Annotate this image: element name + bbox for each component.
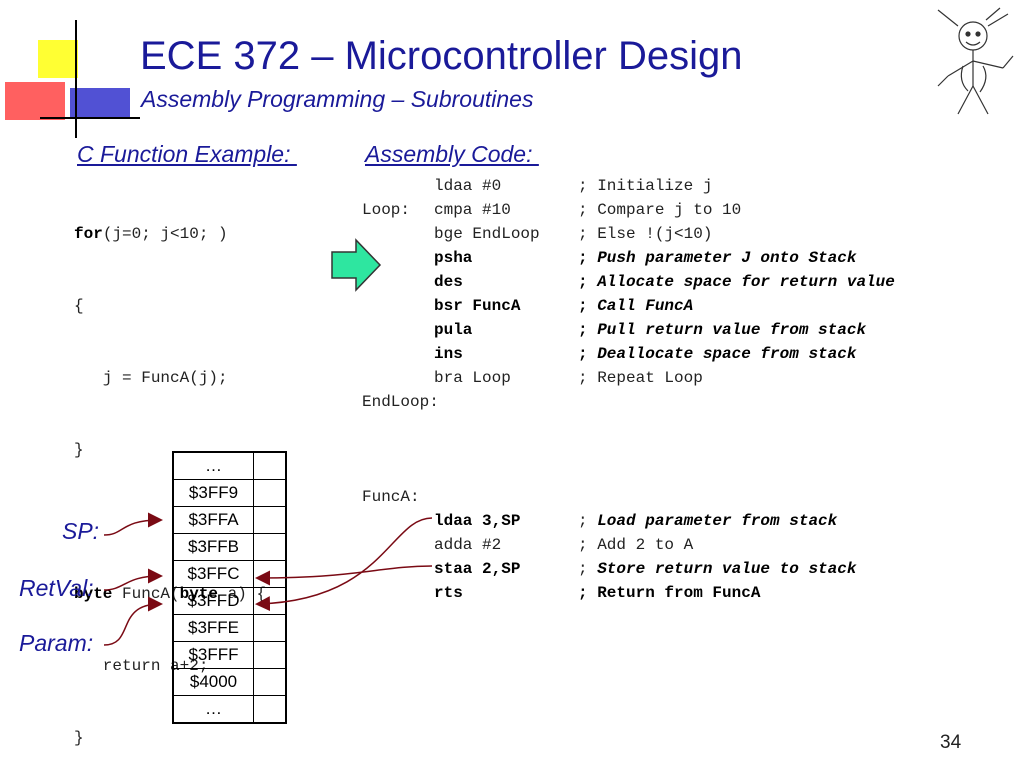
stack-row: $3FFE <box>172 614 287 642</box>
func-comment: Store return value to stack <box>597 560 857 578</box>
assembly-comment: ; Repeat Loop <box>578 369 703 387</box>
stack-row: $3FF9 <box>172 479 287 507</box>
assembly-line: Loop: cmpa #10 ; Compare j to 10 <box>362 198 895 222</box>
stack-row: … <box>172 695 287 724</box>
func-line: staa 2,SP; Store return value to stack <box>362 557 856 581</box>
assembly-instruction: bra Loop <box>434 369 511 387</box>
assembly-line: des; Allocate space for return value <box>362 270 895 294</box>
param-label: Param: <box>19 630 94 656</box>
c-code-line: j = FuncA(j); <box>74 369 228 387</box>
stack-value <box>253 641 287 669</box>
func-line: rts ; Return from FuncA <box>362 581 856 605</box>
c-code-line: { <box>74 297 84 315</box>
assembly-comment: ; Else !(j<10) <box>578 225 713 243</box>
stack-row: $3FFC <box>172 560 287 588</box>
stack-value <box>253 587 287 615</box>
slide-logo-decoration <box>5 20 140 138</box>
assembly-instruction: cmpa #10 <box>434 201 511 219</box>
func-comment: Load parameter from stack <box>597 512 838 530</box>
assembly-line: pula; Pull return value from stack <box>362 318 895 342</box>
func-instruction: staa 2,SP <box>434 560 521 578</box>
stack-address: $3FFD <box>172 587 254 615</box>
stack-address: $3FFF <box>172 641 254 669</box>
comment-marker: ; <box>578 512 598 530</box>
assembly-label: Loop: <box>362 201 411 219</box>
page-number: 34 <box>940 732 962 753</box>
assembly-line: ins; Deallocate space from stack <box>362 342 895 366</box>
stack-value <box>253 695 287 724</box>
assembly-instruction: ldaa #0 <box>434 177 502 195</box>
stack-row: $3FFD <box>172 587 287 615</box>
stack-row: $3FFF <box>172 641 287 669</box>
func-instruction: rts <box>434 584 463 602</box>
comment-marker: ; <box>578 297 598 315</box>
stack-address: $3FF9 <box>172 479 254 507</box>
assembly-comment: Deallocate space from stack <box>597 345 857 363</box>
assembly-comment: ; Compare j to 10 <box>578 201 742 219</box>
func-line: ldaa 3,SP; Load parameter from stack <box>362 509 856 533</box>
assembly-instruction: pula <box>434 321 473 339</box>
comment-marker: ; <box>578 345 598 363</box>
func-instruction: ldaa 3,SP <box>434 512 521 530</box>
func-label: FuncA: <box>362 488 420 506</box>
assembly-comment: ; Initialize j <box>578 177 713 195</box>
assembly-instruction: bsr FuncA <box>434 297 521 315</box>
stack-value <box>253 668 287 696</box>
assembly-comment: Call FuncA <box>597 297 694 315</box>
c-code-line: for(j=0; j<10; ) <box>74 225 228 243</box>
c-example-header: C Function Example: <box>77 141 297 167</box>
assembly-comment: Push parameter J onto Stack <box>597 249 857 267</box>
assembly-line: psha; Push parameter J onto Stack <box>362 246 895 270</box>
assembly-line: bra Loop ; Repeat Loop <box>362 366 895 390</box>
slide-subtitle: Assembly Programming – Subroutines <box>141 86 534 112</box>
assembly-comment: Allocate space for return value <box>597 273 895 291</box>
stack-address: … <box>172 451 254 480</box>
stack-address: $3FFC <box>172 560 254 588</box>
stack-value <box>253 560 287 588</box>
stack-address: $3FFB <box>172 533 254 561</box>
assembly-label: EndLoop: <box>362 393 439 411</box>
stack-row: $3FFB <box>172 533 287 561</box>
slide-title: ECE 372 – Microcontroller Design <box>140 34 743 78</box>
assembly-func-block: FuncA: ldaa 3,SP; Load parameter from sta… <box>362 485 856 605</box>
comment-marker: ; <box>578 321 598 339</box>
assembly-instruction: psha <box>434 249 473 267</box>
func-comment: ; Return from FuncA <box>578 584 761 602</box>
stack-address: $4000 <box>172 668 254 696</box>
stack-value <box>253 506 287 534</box>
retval-label: RetVal: <box>19 575 94 601</box>
assembly-line: bge EndLoop ; Else !(j<10) <box>362 222 895 246</box>
stack-value <box>253 451 287 480</box>
assembly-line: EndLoop: <box>362 390 895 414</box>
assembly-instruction: ins <box>434 345 463 363</box>
sp-label: SP: <box>62 518 100 544</box>
assembly-line: bsr FuncA; Call FuncA <box>362 294 895 318</box>
stack-row: … <box>172 451 287 480</box>
arrow-right-icon <box>331 238 382 292</box>
stack-value <box>253 533 287 561</box>
stack-memory-table: …$3FF9$3FFA$3FFB$3FFC$3FFD$3FFE$3FFF$400… <box>172 451 287 724</box>
func-instruction: adda #2 <box>434 536 502 554</box>
comment-marker: ; <box>578 273 598 291</box>
sketch-figure-image <box>937 7 1014 115</box>
stack-row: $4000 <box>172 668 287 696</box>
assembly-instruction: bge EndLoop <box>434 225 540 243</box>
stack-value <box>253 479 287 507</box>
assembly-line: ldaa #0 ; Initialize j <box>362 174 895 198</box>
stack-value <box>253 614 287 642</box>
stack-address: … <box>172 695 254 724</box>
stack-address: $3FFE <box>172 614 254 642</box>
stack-row: $3FFA <box>172 506 287 534</box>
assembly-instruction: des <box>434 273 463 291</box>
func-line: adda #2 ; Add 2 to A <box>362 533 856 557</box>
assembly-main-block: ldaa #0 ; Initialize j Loop: cmpa #10 ; Comp… <box>362 174 895 414</box>
stack-address: $3FFA <box>172 506 254 534</box>
assembly-code-header: Assembly Code: <box>365 141 539 167</box>
comment-marker: ; <box>578 249 598 267</box>
func-comment: ; Add 2 to A <box>578 536 694 554</box>
assembly-comment: Pull return value from stack <box>597 321 867 339</box>
c-code-line: } <box>74 441 84 459</box>
comment-marker: ; <box>578 560 598 578</box>
c-code-line: } <box>74 729 84 747</box>
